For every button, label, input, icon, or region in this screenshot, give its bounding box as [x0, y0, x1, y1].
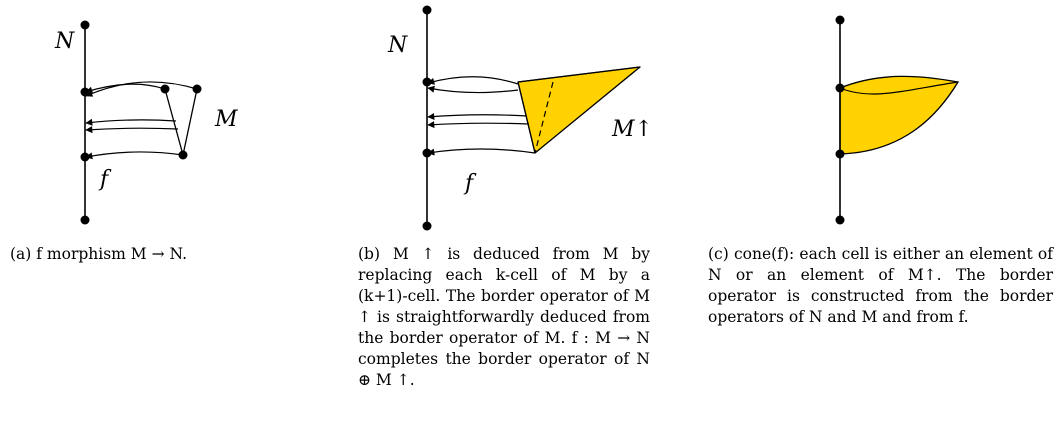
caption-c-text: (c) cone(f): each cell is either an elem…: [708, 245, 1053, 326]
complex-M-up-crease: [517, 81, 536, 154]
complex-M-edge-2: [182, 88, 198, 156]
label-N-a: N: [54, 29, 75, 54]
complex-M-up-top-edge: [517, 66, 641, 83]
morphism-arrow-a1: [85, 83, 166, 94]
vertex-N-upper-c: [835, 83, 845, 93]
label-M-up-b: M↑: [611, 117, 653, 142]
morphism-arrow-b2: [427, 85, 519, 94]
vertex-N-top-a: [80, 20, 90, 30]
caption-b: (b) M ↑ is deduced from M by replacing e…: [358, 244, 650, 391]
morphism-arrow-b1: [427, 76, 519, 85]
caption-b-text: (b) M ↑ is deduced from M by replacing e…: [358, 245, 650, 389]
label-M-a: M: [214, 107, 238, 132]
panel-a-diagram: N M f: [54, 20, 238, 225]
morphism-arrow-b4: [427, 121, 530, 129]
vertex-N-bottom-b: [422, 221, 432, 231]
morphism-arrow-a5: [85, 151, 184, 160]
vertex-N-top-b: [422, 5, 432, 15]
caption-a: (a) f morphism M → N.: [10, 244, 270, 265]
caption-a-text: (a) f morphism M → N.: [10, 245, 188, 263]
label-f-a: f: [98, 167, 112, 192]
cone-surface: [839, 75, 960, 155]
vertex-N-lower-c: [835, 149, 845, 159]
morphism-arrow-b5: [427, 148, 536, 156]
vertex-N-top-c: [835, 15, 845, 25]
panel-b-diagram: N M↑ f: [387, 5, 653, 231]
morphism-arrow-a2: [85, 81, 198, 97]
label-N-b: N: [387, 33, 408, 58]
complex-M-edge-1: [164, 88, 184, 156]
morphism-arrow-a3: [85, 118, 177, 126]
vertex-N-bottom-c: [835, 215, 845, 225]
morphism-arrow-b3: [427, 112, 528, 120]
caption-c: (c) cone(f): each cell is either an elem…: [708, 244, 1053, 328]
vertex-N-bottom-a: [80, 215, 90, 225]
morphism-arrow-a4: [85, 126, 179, 134]
cone-inner-curve: [839, 81, 959, 95]
complex-M-up-dashed-edge: [534, 81, 554, 154]
label-f-b: f: [463, 171, 477, 196]
panel-c-diagram: [835, 15, 960, 225]
